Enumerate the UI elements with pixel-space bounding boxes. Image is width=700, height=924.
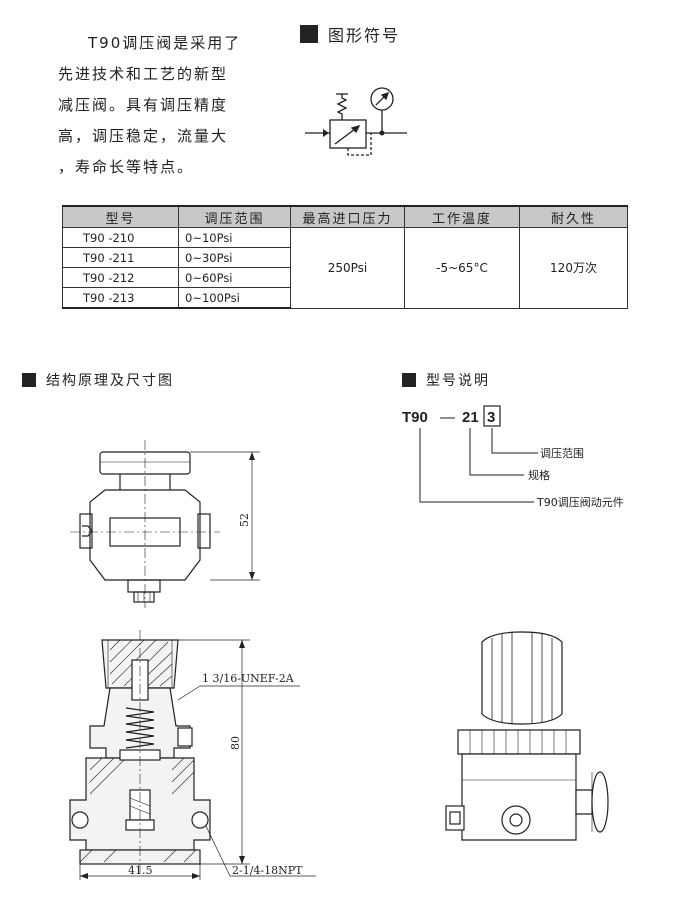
product-illustration	[445, 631, 609, 841]
header-durability: 耐久性	[519, 205, 628, 228]
model-dash: —	[440, 409, 455, 426]
cell-model: T90 -211	[62, 247, 179, 268]
cell-range: 0~10Psi	[178, 227, 291, 248]
section-view-drawing: 80 1 3/16-UNEF-2A 41.5 2-1/4-18NPT	[69, 630, 316, 880]
intro-line: 先进技术和工艺的新型	[58, 65, 229, 83]
section-heading-symbol: 图形符号	[300, 22, 400, 46]
dimension-height-top: 52	[238, 513, 251, 527]
cell-range: 0~60Psi	[178, 267, 291, 288]
intro-line: 高，调压稳定，流量大	[58, 127, 229, 145]
cell-durability: 120万次	[519, 227, 628, 309]
cell-max-pressure: 250Psi	[290, 227, 405, 309]
table-row: T90 -213 0~100Psi	[62, 287, 628, 309]
dimension-width-base: 41.5	[128, 864, 153, 877]
callout-element: T90调压阀动元件	[536, 495, 624, 509]
section-heading-model: 型号说明	[402, 370, 490, 390]
model-range-digit: 3	[487, 409, 495, 426]
thread-port-label: 2-1/4-18NPT	[232, 864, 303, 877]
header-max-pressure: 最高进口压力	[290, 205, 405, 228]
model-code-diagram: T90 — 21 3 调压范围 规格 T90调压阀动元件	[402, 405, 624, 509]
square-bullet-icon	[300, 25, 318, 43]
square-bullet-icon	[22, 373, 36, 387]
intro-line: ，寿命长等特点。	[58, 158, 195, 176]
table-row: T90 -212 0~60Psi	[62, 267, 628, 288]
intro-line: T90调压阀是采用了	[88, 34, 242, 52]
model-prefix: T90	[402, 409, 428, 426]
dimension-height-section: 80	[229, 736, 242, 750]
header-range: 调压范围	[178, 205, 291, 228]
model-spec: 21	[462, 409, 479, 426]
cell-range: 0~100Psi	[178, 287, 291, 309]
cell-temperature: -5~65°C	[404, 227, 520, 309]
cell-model: T90 -213	[62, 287, 179, 309]
cell-model: T90 -212	[62, 267, 179, 288]
cell-range: 0~30Psi	[178, 247, 291, 268]
header-model: 型号	[62, 205, 179, 228]
square-bullet-icon	[402, 373, 416, 387]
callout-range: 调压范围	[540, 446, 584, 460]
header-temperature: 工作温度	[404, 205, 520, 228]
callout-spec: 规格	[528, 468, 550, 482]
regulator-symbol-diagram	[305, 87, 407, 156]
spec-table: 型号 调压范围 最高进口压力 工作温度 耐久性 T90 -210 0~10Psi…	[62, 205, 628, 309]
cell-model: T90 -210	[62, 227, 179, 248]
intro-line: 减压阀。具有调压精度	[58, 96, 229, 114]
thread-top-label: 1 3/16-UNEF-2A	[202, 672, 295, 685]
section-heading-structure: 结构原理及尺寸图	[22, 370, 174, 390]
intro-text: T90调压阀是采用了 先进技术和工艺的新型 减压阀。具有调压精度 高，调压稳定，…	[58, 28, 263, 183]
top-view-drawing: 52	[70, 440, 260, 608]
range-digit-box	[483, 405, 501, 427]
table-row: T90 -210 0~10Psi 250Psi -5~65°C 120万次	[62, 227, 628, 309]
